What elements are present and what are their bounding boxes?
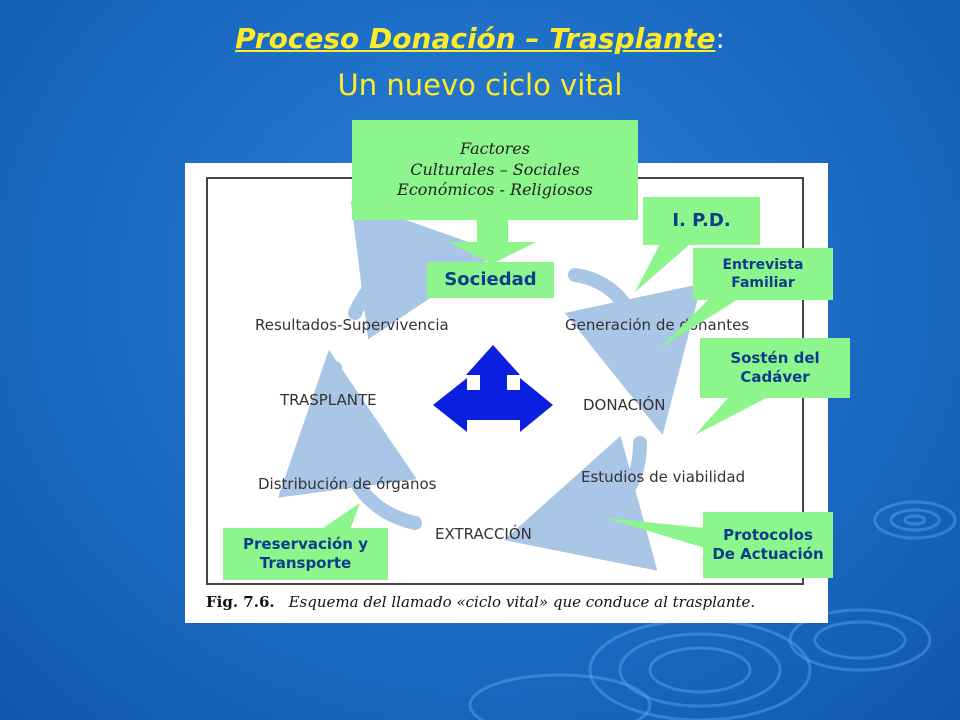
preservacion-line-1: Preservación y: [243, 534, 368, 553]
factores-line-2: Culturales – Sociales: [410, 159, 580, 179]
slide-title: Proceso Donación – Trasplante:: [0, 22, 960, 55]
callout-preservacion: Preservación y Transporte: [223, 528, 388, 580]
label-extraction: EXTRACCIÓN: [435, 525, 532, 543]
label-results: Resultados-Supervivencia: [255, 316, 449, 334]
figure-caption: Fig. 7.6. Esquema del llamado «ciclo vita…: [206, 593, 816, 611]
label-generation: Generación de donantes: [565, 316, 750, 334]
label-donation: DONACIÓN: [583, 396, 666, 414]
entrevista-line-1: Entrevista: [722, 256, 804, 273]
title-main: Proceso Donación – Trasplante: [235, 22, 716, 55]
caption-text: Esquema del llamado «ciclo vital» que co…: [288, 593, 756, 611]
slide-subtitle: Un nuevo ciclo vital: [337, 68, 623, 102]
callout-ipd: I. P.D.: [643, 197, 760, 245]
factores-line-3: Económicos - Religiosos: [397, 180, 593, 200]
callout-sosten: Sostén del Cadáver: [700, 338, 850, 398]
cycle-arrows: [278, 200, 702, 571]
caption-fig-number: Fig. 7.6.: [206, 593, 275, 611]
title-colon: :: [715, 22, 725, 55]
arc-right: [503, 435, 658, 571]
label-distribution: Distribución de órganos: [258, 475, 437, 493]
arc-bottom-left: [278, 349, 422, 530]
callout-factores: Factores Culturales – Sociales Económico…: [352, 120, 638, 220]
factores-line-1: Factores: [460, 138, 530, 158]
callout-sociedad: Sociedad: [427, 262, 554, 298]
preservacion-line-2: Transporte: [259, 554, 352, 572]
arc-top-right: [564, 268, 702, 436]
label-transplant: TRASPLANTE: [280, 391, 377, 409]
sosten-line-1: Sostén del: [730, 348, 820, 367]
callout-entrevista: Entrevista Familiar: [693, 248, 833, 300]
arc-top-left: [348, 200, 499, 340]
callout-protocolos: Protocolos De Actuación: [703, 512, 833, 578]
entrevista-line-2: Familiar: [731, 275, 795, 291]
label-viability: Estudios de viabilidad: [581, 468, 746, 486]
sosten-line-2: Cadáver: [740, 368, 810, 386]
protocolos-line-1: Protocolos: [723, 525, 813, 544]
protocolos-line-2: De Actuación: [712, 545, 824, 563]
